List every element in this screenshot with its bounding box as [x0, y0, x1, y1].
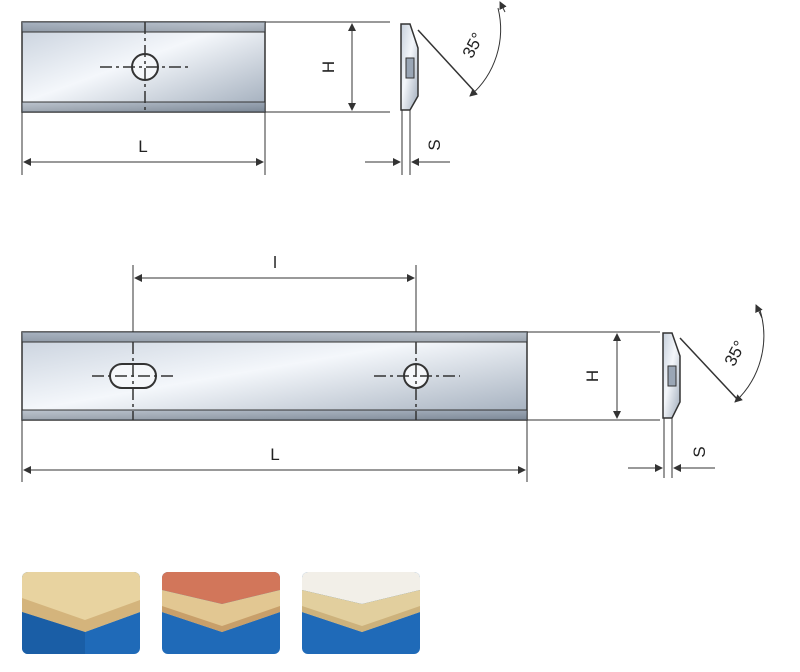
- angle-label: 35°: [459, 30, 488, 62]
- mounting-hole: [100, 22, 190, 112]
- height-label: H: [319, 61, 338, 73]
- bevel-angle: 35°: [679, 304, 765, 403]
- melamine-board-icon: [302, 572, 420, 654]
- knife-drawing-single-hole: L H S 35°: [21, 1, 507, 175]
- material-icons: [22, 572, 420, 654]
- blade-body: [21, 331, 528, 421]
- solid-wood-icon: [22, 572, 140, 654]
- height-dimension: H: [527, 331, 660, 421]
- length-dimension: L: [21, 420, 528, 482]
- angle-label: 35°: [721, 338, 750, 370]
- hole-spacing-label: l: [273, 253, 277, 272]
- bevel-angle: 35°: [417, 1, 507, 97]
- thickness-label: S: [690, 446, 709, 457]
- length-label: L: [138, 137, 147, 156]
- round-hole: [374, 342, 460, 420]
- thickness-label: S: [425, 139, 444, 150]
- thickness-dimension: S: [628, 446, 715, 472]
- thickness-dimension: S: [365, 139, 450, 166]
- slotted-hole: [92, 342, 176, 420]
- blade-body: [21, 21, 266, 113]
- height-label: H: [583, 370, 602, 382]
- length-dimension: L: [21, 112, 266, 175]
- hole-spacing-dimension: l: [132, 253, 417, 332]
- height-dimension: H: [265, 21, 390, 113]
- veneered-board-icon: [162, 572, 280, 654]
- blade-side-profile: [662, 332, 681, 478]
- knife-drawing-two-holes: l L: [21, 253, 765, 482]
- blade-side-profile: [400, 23, 419, 175]
- length-label: L: [270, 445, 279, 464]
